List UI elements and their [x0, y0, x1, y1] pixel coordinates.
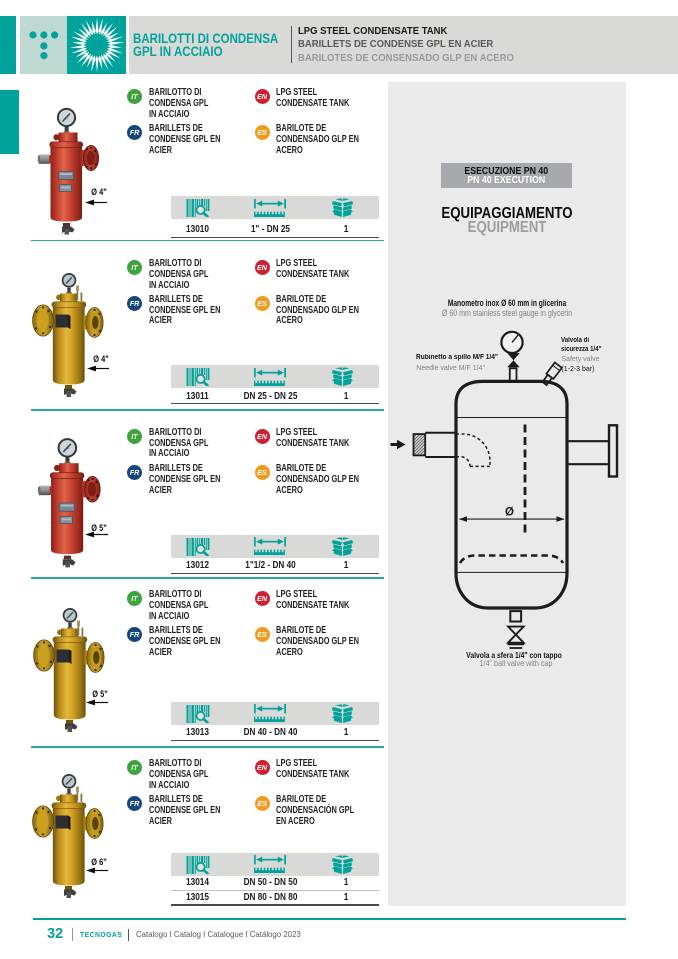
svg-text:Ø: Ø — [505, 506, 514, 518]
